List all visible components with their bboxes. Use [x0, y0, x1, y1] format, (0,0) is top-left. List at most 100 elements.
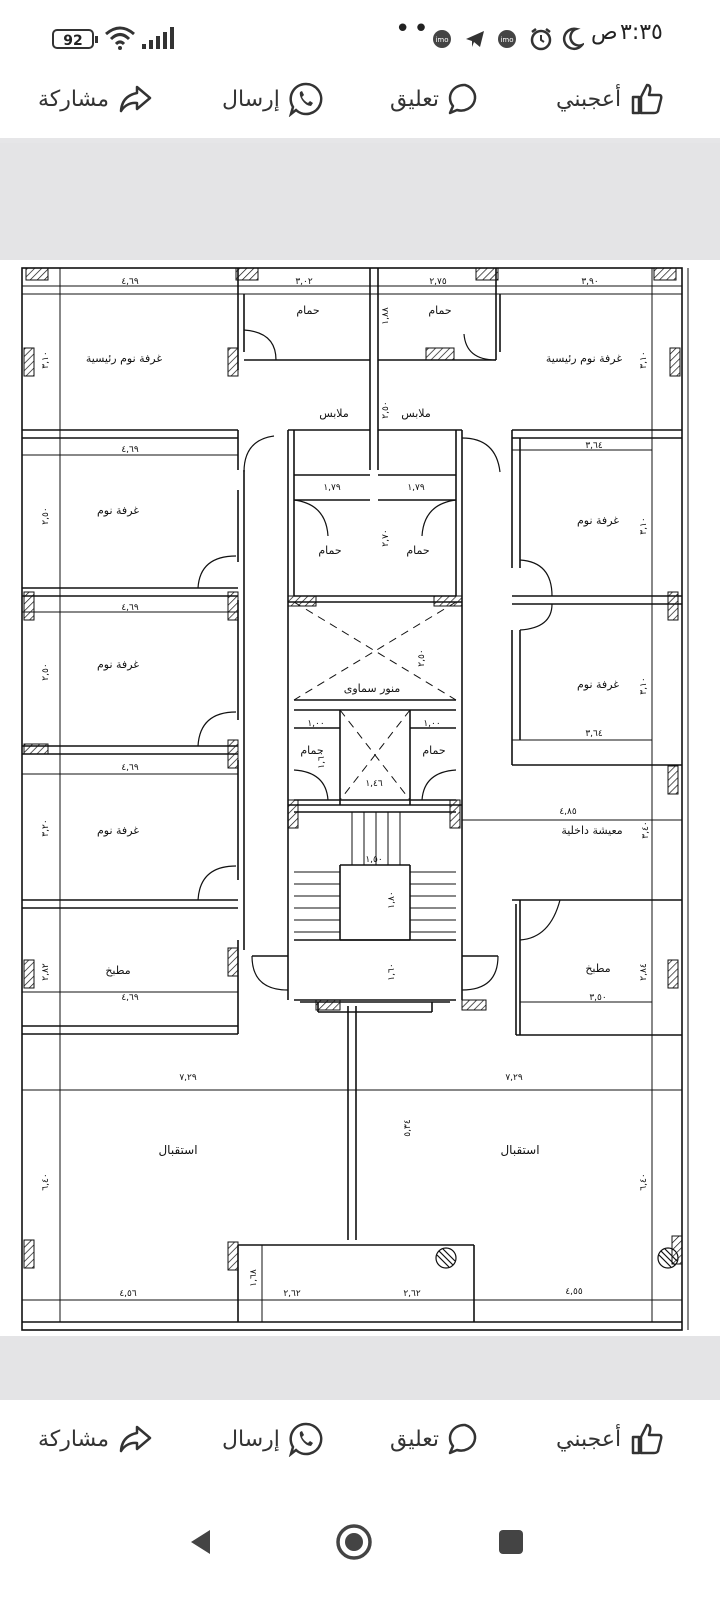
dots-icon: •• [395, 14, 432, 44]
comment-bubble-icon [448, 1423, 477, 1455]
dim-v-20: ٦,٤٠ [639, 1173, 649, 1190]
dim-v-5: ٢,٥٠ [41, 507, 51, 524]
post-image-floor-plan[interactable]: حمام حمام غرفة نوم رئيسية غرفة نوم رئيسي… [0, 260, 720, 1336]
label-skylight: منور سماوى [344, 682, 401, 695]
dim-small-2: ١,٠٠ [423, 719, 440, 729]
send-label: إرسال [222, 1426, 280, 1452]
dim-bottom-4: ٤,٥٥ [565, 1287, 583, 1297]
dim-v-7: ٣,١٠ [639, 517, 649, 534]
like-button[interactable]: أعجبني [556, 60, 665, 138]
label-closet-left: ملابس [319, 407, 349, 420]
label-bedroom-1: غرفة نوم [97, 504, 139, 517]
label-master-bedroom-left: غرفة نوم رئيسية [86, 352, 162, 365]
label-inner-living: معيشة داخلية [561, 824, 622, 837]
label-bedroom-3: غرفة نوم [97, 824, 139, 837]
comment-label: تعليق [390, 86, 440, 112]
label-bath-2: حمام [428, 304, 451, 317]
telegram-icon [466, 31, 484, 47]
label-master-bedroom-right: غرفة نوم رئيسية [546, 352, 622, 365]
moon-icon [562, 27, 584, 51]
label-reception-right: استقبال [500, 1143, 539, 1157]
battery-level: 92 [63, 33, 83, 49]
label-bath-1: حمام [296, 304, 319, 317]
dim-top-1: ٤,٦٩ [121, 277, 139, 287]
share-arrow-icon [119, 1425, 152, 1453]
dim-v-12: ٣,٢٠ [41, 819, 51, 836]
dim-top-4: ٣,٩٠ [581, 277, 598, 287]
dim-v-10: ٣,١٠ [639, 677, 649, 694]
dim-bedroom-3: ٤,٦٩ [121, 763, 139, 773]
dim-kitchen-right: ٣,٥٠ [589, 993, 606, 1003]
imo-icon: imo [433, 30, 451, 48]
dim-skylight-width: ١,٤٦ [365, 779, 383, 789]
like-label: أعجبني [556, 1426, 622, 1452]
recents-button[interactable] [486, 1517, 536, 1567]
label-bath-6: حمام [422, 744, 445, 757]
dim-right-bedroom-1: ٣,٦٤ [585, 441, 603, 451]
like-button-bottom[interactable]: أعجبني [556, 1400, 665, 1478]
dim-bottom-2: ٢,٦٢ [283, 1289, 301, 1299]
thumbs-up-icon [631, 1423, 663, 1455]
whatsapp-icon [288, 1422, 323, 1457]
am-pm: ص [591, 20, 618, 45]
svg-text:imo: imo [500, 36, 513, 44]
dim-bottom-3: ٢,٦٢ [403, 1289, 421, 1299]
clock: ٣:٣٥ [620, 20, 663, 45]
dim-v-6: ٢,٧٠ [381, 529, 391, 546]
label-kitchen-right: مطبخ [585, 962, 610, 975]
dim-v-4: ٣,١٠ [639, 351, 649, 368]
comment-button[interactable]: تعليق [390, 60, 483, 138]
label-bath-3: حمام [318, 544, 341, 557]
dim-reception-left: ٧,٢٩ [179, 1073, 197, 1083]
dim-top-2: ٣,٠٢ [295, 277, 313, 287]
label-bath-4: حمام [406, 544, 429, 557]
dim-bath-right: ١,٧٩ [407, 483, 425, 493]
label-bedroom-2: غرفة نوم [97, 658, 139, 671]
alarm-icon [530, 28, 552, 51]
dim-kitchen-left: ٤,٦٩ [121, 993, 139, 1003]
dim-bath-left: ١,٧٩ [323, 483, 341, 493]
imo-icon-2: imo [498, 30, 516, 48]
dim-v-13: ٣,٤٠ [641, 821, 651, 838]
comment-label: تعليق [390, 1426, 440, 1452]
dim-living-width: ٤,٨٥ [559, 807, 577, 817]
dim-v-8: ٢,٥٠ [41, 663, 51, 680]
send-button-bottom[interactable]: إرسال [222, 1400, 324, 1478]
back-button[interactable] [176, 1517, 226, 1567]
system-nav-bar [0, 1482, 720, 1600]
comment-bubble-icon [448, 83, 477, 115]
dim-reception-right: ٧,٢٩ [505, 1073, 523, 1083]
send-label: إرسال [222, 86, 280, 112]
dim-v-17: ٢,٨٤ [639, 963, 649, 981]
label-bedroom-right-2: غرفة نوم [577, 678, 619, 691]
share-label: مشاركة [38, 1426, 110, 1452]
svg-text:imo: imo [435, 36, 448, 44]
dim-v-9: ٢,٥٠ [417, 649, 427, 666]
battery-indicator: 92 [52, 29, 98, 49]
post-actions-top: أعجبني تعليق إرسال مشاركة [0, 60, 720, 143]
whatsapp-icon [288, 82, 323, 117]
like-label: أعجبني [556, 86, 622, 112]
dim-v-14: ١,٨٠ [387, 891, 397, 908]
label-bedroom-right-1: غرفة نوم [577, 514, 619, 527]
dim-v-19: ٦,٤٠ [41, 1173, 51, 1190]
label-kitchen-left: مطبخ [105, 964, 130, 977]
home-button[interactable] [329, 1517, 379, 1567]
dim-top-3: ٢,٧٥ [429, 277, 447, 287]
dim-stair-width: ١,٥٠ [365, 855, 382, 865]
dim-v-2: ١,٨٨ [381, 307, 391, 325]
dim-v-21: ١,٦٨ [249, 1269, 259, 1287]
recents-square-icon [499, 1530, 523, 1554]
share-button[interactable]: مشاركة [38, 60, 153, 138]
dim-bottom-1: ٤,٥٦ [119, 1289, 137, 1299]
floor-plan-drawing: حمام حمام غرفة نوم رئيسية غرفة نوم رئيسي… [21, 267, 689, 1331]
back-triangle-icon [191, 1530, 210, 1554]
wifi-icon [105, 26, 135, 50]
dim-v-3: ٢,٥٠ [381, 401, 391, 418]
share-button-bottom[interactable]: مشاركة [38, 1400, 153, 1478]
dim-v-1: ٣,١٠ [41, 351, 51, 368]
comment-button-bottom[interactable]: تعليق [390, 1400, 483, 1478]
send-button[interactable]: إرسال [222, 60, 324, 138]
share-label: مشاركة [38, 86, 110, 112]
dim-right-bedroom-2: ٣,٦٤ [585, 729, 603, 739]
